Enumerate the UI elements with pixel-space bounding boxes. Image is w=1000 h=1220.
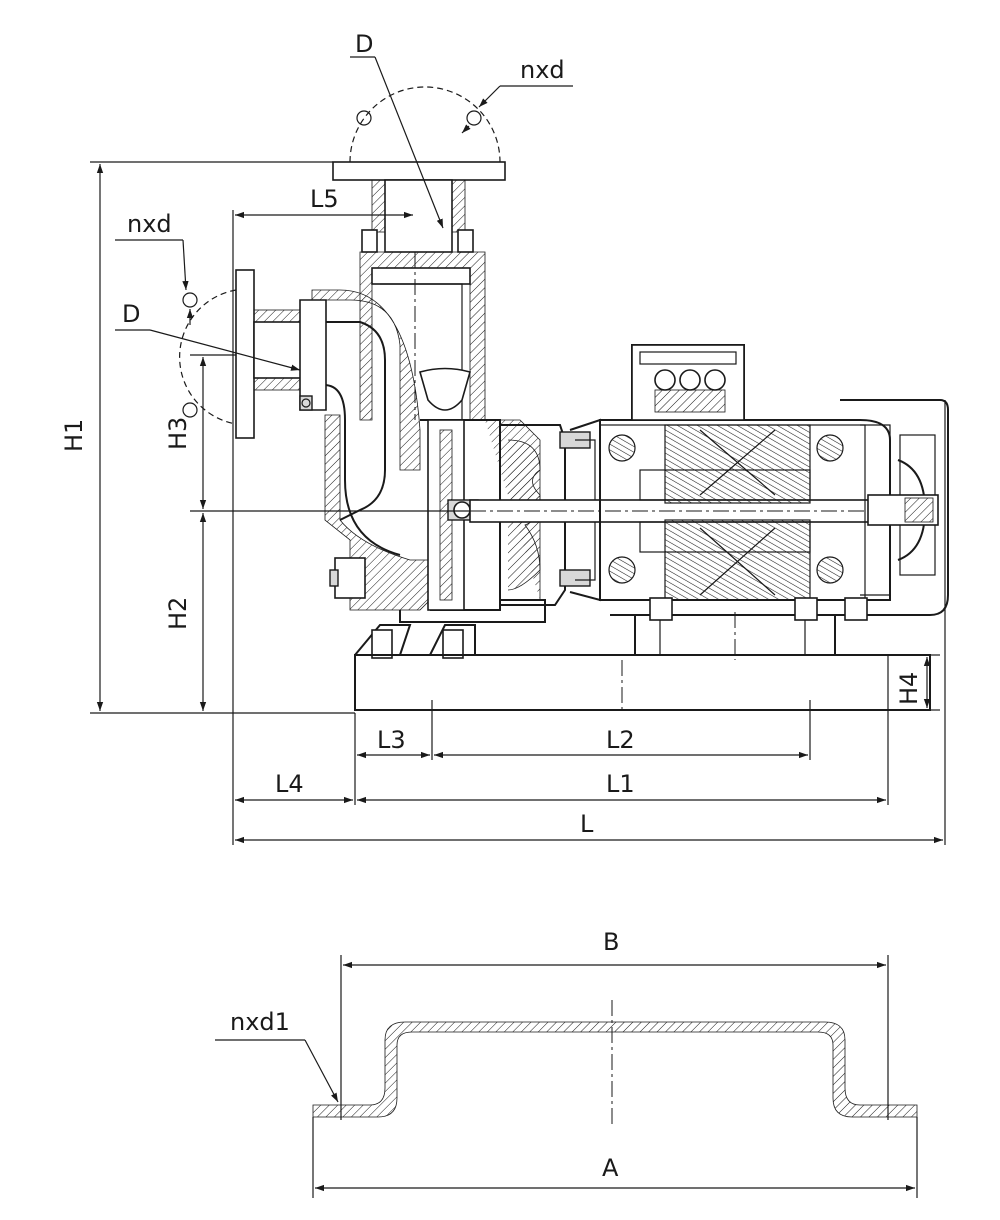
motor bbox=[599, 399, 949, 660]
dimension-lines bbox=[90, 56, 946, 845]
label-nxd1: nxd1 bbox=[230, 1008, 290, 1036]
terminal-box bbox=[600, 344, 745, 421]
base-section bbox=[215, 955, 918, 1198]
dimension-labels: D nxd L5 nxd D H1 H3 H2 H4 L3 L2 L4 L1 L… bbox=[60, 30, 923, 1182]
label-l4: L4 bbox=[275, 770, 304, 798]
pump-feet bbox=[354, 624, 476, 659]
label-h2: H2 bbox=[164, 597, 192, 630]
pump-assembly bbox=[179, 86, 949, 720]
label-h4: H4 bbox=[895, 672, 923, 705]
label-inlet-nxd: nxd bbox=[127, 210, 172, 238]
label-b: B bbox=[603, 928, 619, 956]
inlet-elbow bbox=[299, 289, 421, 556]
label-h3: H3 bbox=[164, 417, 192, 450]
label-inlet-d: D bbox=[122, 300, 140, 328]
label-l5: L5 bbox=[310, 185, 339, 213]
label-outlet-d: D bbox=[355, 30, 373, 58]
label-l2: L2 bbox=[606, 726, 635, 754]
label-outlet-nxd: nxd bbox=[520, 56, 565, 84]
outlet-flange bbox=[332, 86, 506, 253]
label-l3: L3 bbox=[377, 726, 406, 754]
impeller bbox=[419, 367, 479, 611]
label-h1: H1 bbox=[60, 419, 88, 452]
label-a: A bbox=[602, 1154, 619, 1182]
base-frame bbox=[354, 654, 931, 720]
label-l: L bbox=[580, 810, 594, 838]
label-l1: L1 bbox=[606, 770, 635, 798]
